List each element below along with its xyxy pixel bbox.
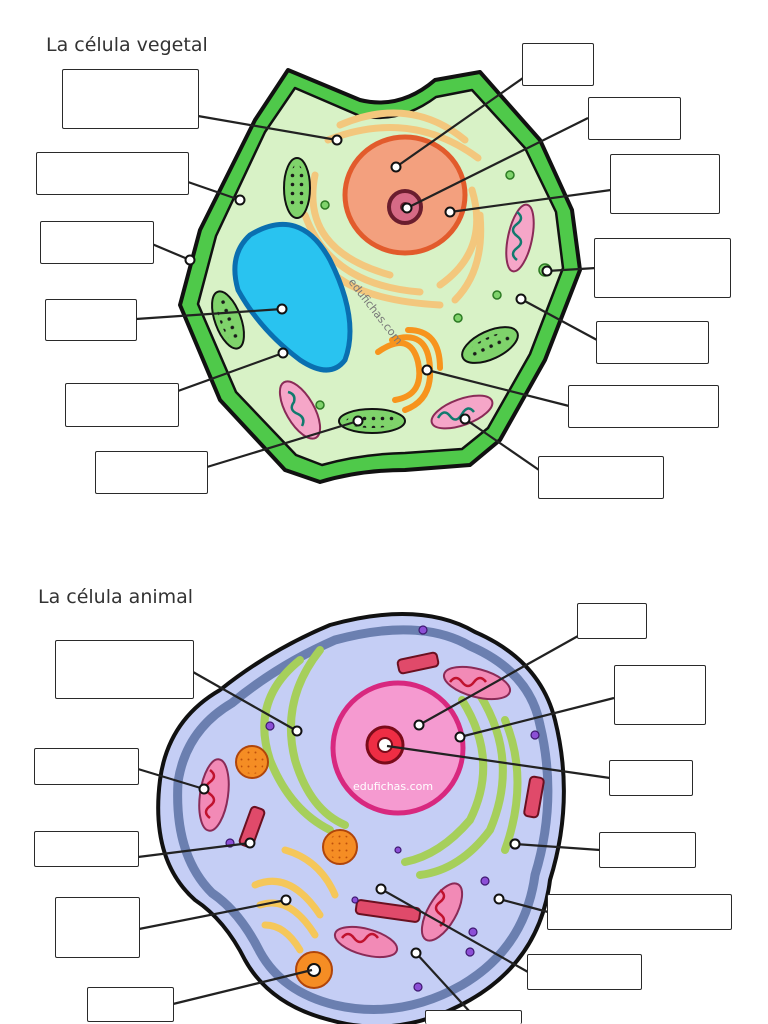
animal-mitochondria [198,665,512,959]
plant-label-box-1[interactable] [62,69,199,129]
plant-label-box-2[interactable] [36,152,189,195]
plant-label-box-11[interactable] [596,321,709,364]
plant-label-box-7[interactable] [522,43,594,86]
plant-mitochondria [278,203,535,440]
plant-chloroplasts [211,157,519,434]
animal-label-box-9[interactable] [599,832,696,868]
plant-label-box-13[interactable] [538,456,664,499]
plant-cell: edufichas.com [178,68,582,484]
plant-label-box-3[interactable] [40,221,154,264]
plant-vacuole [232,221,353,373]
plant-leader-endpoints [184,134,553,427]
animal-label-box-10[interactable] [547,894,732,930]
plant-label-box-8[interactable] [588,97,681,140]
animal-label-box-5[interactable] [87,987,174,1022]
animal-label-box-2[interactable] [34,748,139,785]
animal-watermark: edufichas.com [353,780,433,793]
animal-label-box-4[interactable] [55,897,140,958]
animal-label-box-6[interactable] [577,603,647,639]
plant-label-box-5[interactable] [65,383,179,427]
animal-label-box-7[interactable] [614,665,706,725]
animal-leader-endpoints [198,719,521,959]
plant-label-box-9[interactable] [610,154,720,214]
plant-cell-title: La célula vegetal [46,34,208,56]
animal-label-box-12[interactable] [425,1010,522,1024]
animal-label-box-1[interactable] [55,640,194,699]
animal-cell-title: La célula animal [38,586,194,608]
animal-label-box-3[interactable] [34,831,139,867]
animal-lysosomes [235,745,358,989]
animal-cell-inner-edge [173,625,553,1014]
plant-label-box-4[interactable] [45,299,137,341]
animal-leader-lines [137,635,615,1013]
plant-label-box-6[interactable] [95,451,208,494]
plant-label-box-10[interactable] [594,238,731,298]
plant-label-box-12[interactable] [568,385,719,428]
animal-label-box-8[interactable] [609,760,693,796]
animal-centrioles [238,651,545,923]
animal-cell: edufichas.com [156,612,566,1024]
animal-label-box-11[interactable] [527,954,642,990]
animal-cell-membrane [156,612,566,1024]
plant-leader-lines [135,63,612,471]
